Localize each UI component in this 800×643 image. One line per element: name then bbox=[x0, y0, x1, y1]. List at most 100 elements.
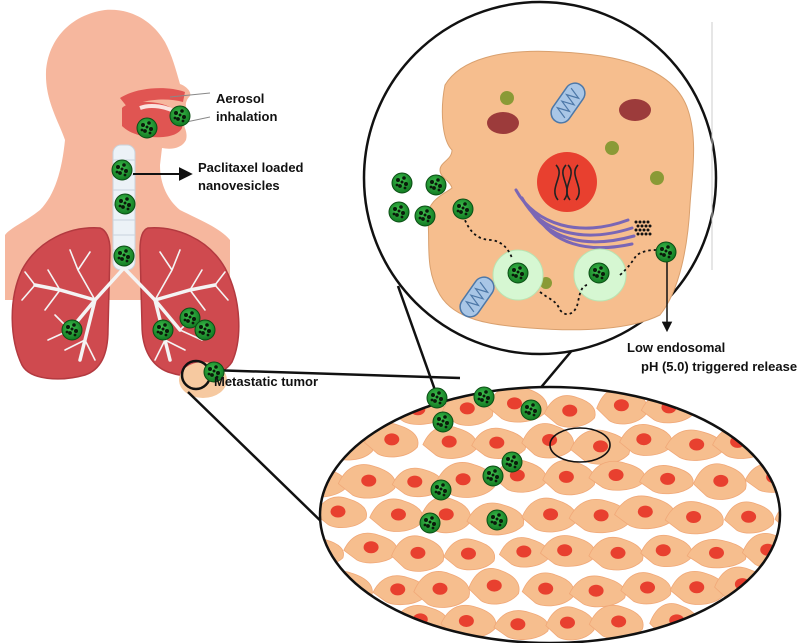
nanoparticle-icon bbox=[136, 117, 158, 139]
tumor-cell bbox=[443, 538, 496, 571]
tumor-cell bbox=[639, 465, 694, 495]
tumor-cell bbox=[320, 607, 351, 638]
tumor-cell bbox=[770, 426, 780, 461]
drug-particle bbox=[646, 220, 650, 224]
drug-particle bbox=[642, 220, 646, 224]
tumor-cell bbox=[468, 568, 520, 605]
drug-particle bbox=[648, 224, 652, 228]
drug-particle bbox=[646, 228, 650, 232]
tumor-cell bbox=[695, 607, 752, 643]
tumor-cell bbox=[686, 538, 747, 569]
nanovesicle-label-line2: nanovesicles bbox=[198, 178, 280, 193]
nanoparticle-icon bbox=[61, 319, 83, 341]
nanoparticle-icon bbox=[114, 193, 136, 215]
drug-particle bbox=[636, 232, 640, 236]
drug-particle bbox=[640, 224, 644, 228]
mitochondrion-icon bbox=[459, 276, 495, 318]
tumor-cell bbox=[521, 572, 575, 607]
tumor-cell bbox=[724, 501, 775, 534]
tumor-cell bbox=[743, 607, 780, 642]
tumor-cell bbox=[545, 606, 595, 641]
aerosol-pointer bbox=[169, 92, 211, 98]
nanoparticle-icon bbox=[391, 172, 413, 194]
tumor-label: Metastatic tumor bbox=[214, 374, 318, 389]
nanoparticle-icon bbox=[482, 465, 504, 487]
tumor-cell bbox=[664, 501, 724, 535]
drug-particle bbox=[636, 224, 640, 228]
bronchioles bbox=[21, 249, 229, 361]
nanoparticle-icon bbox=[194, 319, 216, 341]
tumor-cell bbox=[422, 425, 478, 459]
tumor-cell-layer bbox=[320, 387, 780, 643]
drug-particle bbox=[642, 228, 646, 232]
tumor-cell bbox=[320, 496, 367, 529]
tumor-cell bbox=[619, 423, 673, 456]
nucleus bbox=[537, 152, 597, 212]
tumor-cell bbox=[363, 422, 419, 458]
tumor-cell bbox=[372, 575, 427, 606]
tumor-cell bbox=[769, 571, 780, 604]
nanoparticle-icon bbox=[486, 509, 508, 531]
cell-zoom bbox=[362, 0, 718, 356]
tumor-cell bbox=[542, 459, 596, 496]
nanoparticle-icon bbox=[430, 479, 452, 501]
vesicle-dot bbox=[500, 91, 514, 105]
tumor-cell bbox=[521, 497, 577, 533]
tumor-cell bbox=[340, 387, 401, 422]
release-label-line1: Low endosomal bbox=[627, 340, 725, 355]
drug-particle bbox=[640, 232, 644, 236]
nanoparticle-icon bbox=[452, 198, 474, 220]
nanoparticle-icon bbox=[152, 319, 174, 341]
nanoparticle-icon bbox=[111, 159, 133, 181]
tumor-cell bbox=[320, 392, 346, 424]
single-cell-highlight bbox=[549, 427, 611, 463]
vesicle-dot bbox=[605, 141, 619, 155]
nanoparticle-icon bbox=[419, 512, 441, 534]
nanoparticle-icon bbox=[388, 201, 410, 223]
tumor-cell bbox=[391, 467, 444, 498]
nanoparticle-icon bbox=[501, 451, 523, 473]
nanoparticle-icon bbox=[425, 174, 447, 196]
tumor-cell bbox=[588, 536, 644, 571]
tumor-cell bbox=[665, 429, 724, 461]
nanoparticle-icon bbox=[507, 262, 529, 284]
tumor-cell bbox=[391, 535, 445, 572]
nanoparticle-icon bbox=[169, 105, 191, 127]
tumor-cell bbox=[343, 532, 398, 564]
nanovesicle-label-line1: Paclitaxel loaded bbox=[198, 160, 304, 175]
nanoparticle-icon bbox=[655, 241, 677, 263]
tumor-cell bbox=[588, 460, 646, 491]
tumor-cell bbox=[543, 395, 596, 428]
vacuole bbox=[487, 112, 519, 134]
drug-particle bbox=[644, 224, 648, 228]
tumor-cell bbox=[337, 464, 396, 499]
drug-particle bbox=[648, 232, 652, 236]
tumor-cell bbox=[588, 604, 644, 640]
golgi-apparatus bbox=[514, 188, 636, 250]
tumor-cell bbox=[747, 390, 780, 425]
tumor-cell bbox=[493, 459, 547, 493]
tumor-cell bbox=[620, 572, 672, 605]
mitochondrion-icon bbox=[550, 82, 586, 124]
aerosol-label-line2: inhalation bbox=[216, 109, 277, 124]
tumor-cell bbox=[369, 498, 424, 532]
tumor-cell bbox=[640, 534, 693, 568]
nanoparticle-icon bbox=[520, 399, 542, 421]
vesicle-dot bbox=[650, 171, 664, 185]
uptake-pathway bbox=[462, 214, 657, 316]
drug-particle bbox=[638, 220, 642, 224]
tumor-cell bbox=[669, 570, 726, 605]
release-label-line2: pH (5.0) triggered release bbox=[641, 359, 797, 374]
tumor-cell bbox=[493, 610, 549, 640]
nanoparticle-icon bbox=[426, 387, 448, 409]
nanoparticle-icon bbox=[414, 205, 436, 227]
drug-particle bbox=[638, 228, 642, 232]
released-drug bbox=[634, 220, 652, 236]
aerosol-label-line1: Aerosol bbox=[216, 91, 264, 106]
tumor-cell bbox=[568, 499, 631, 534]
tumor-tissue-outline bbox=[318, 385, 782, 643]
nanoparticle-icon bbox=[473, 386, 495, 408]
tumor-cell bbox=[693, 463, 747, 500]
